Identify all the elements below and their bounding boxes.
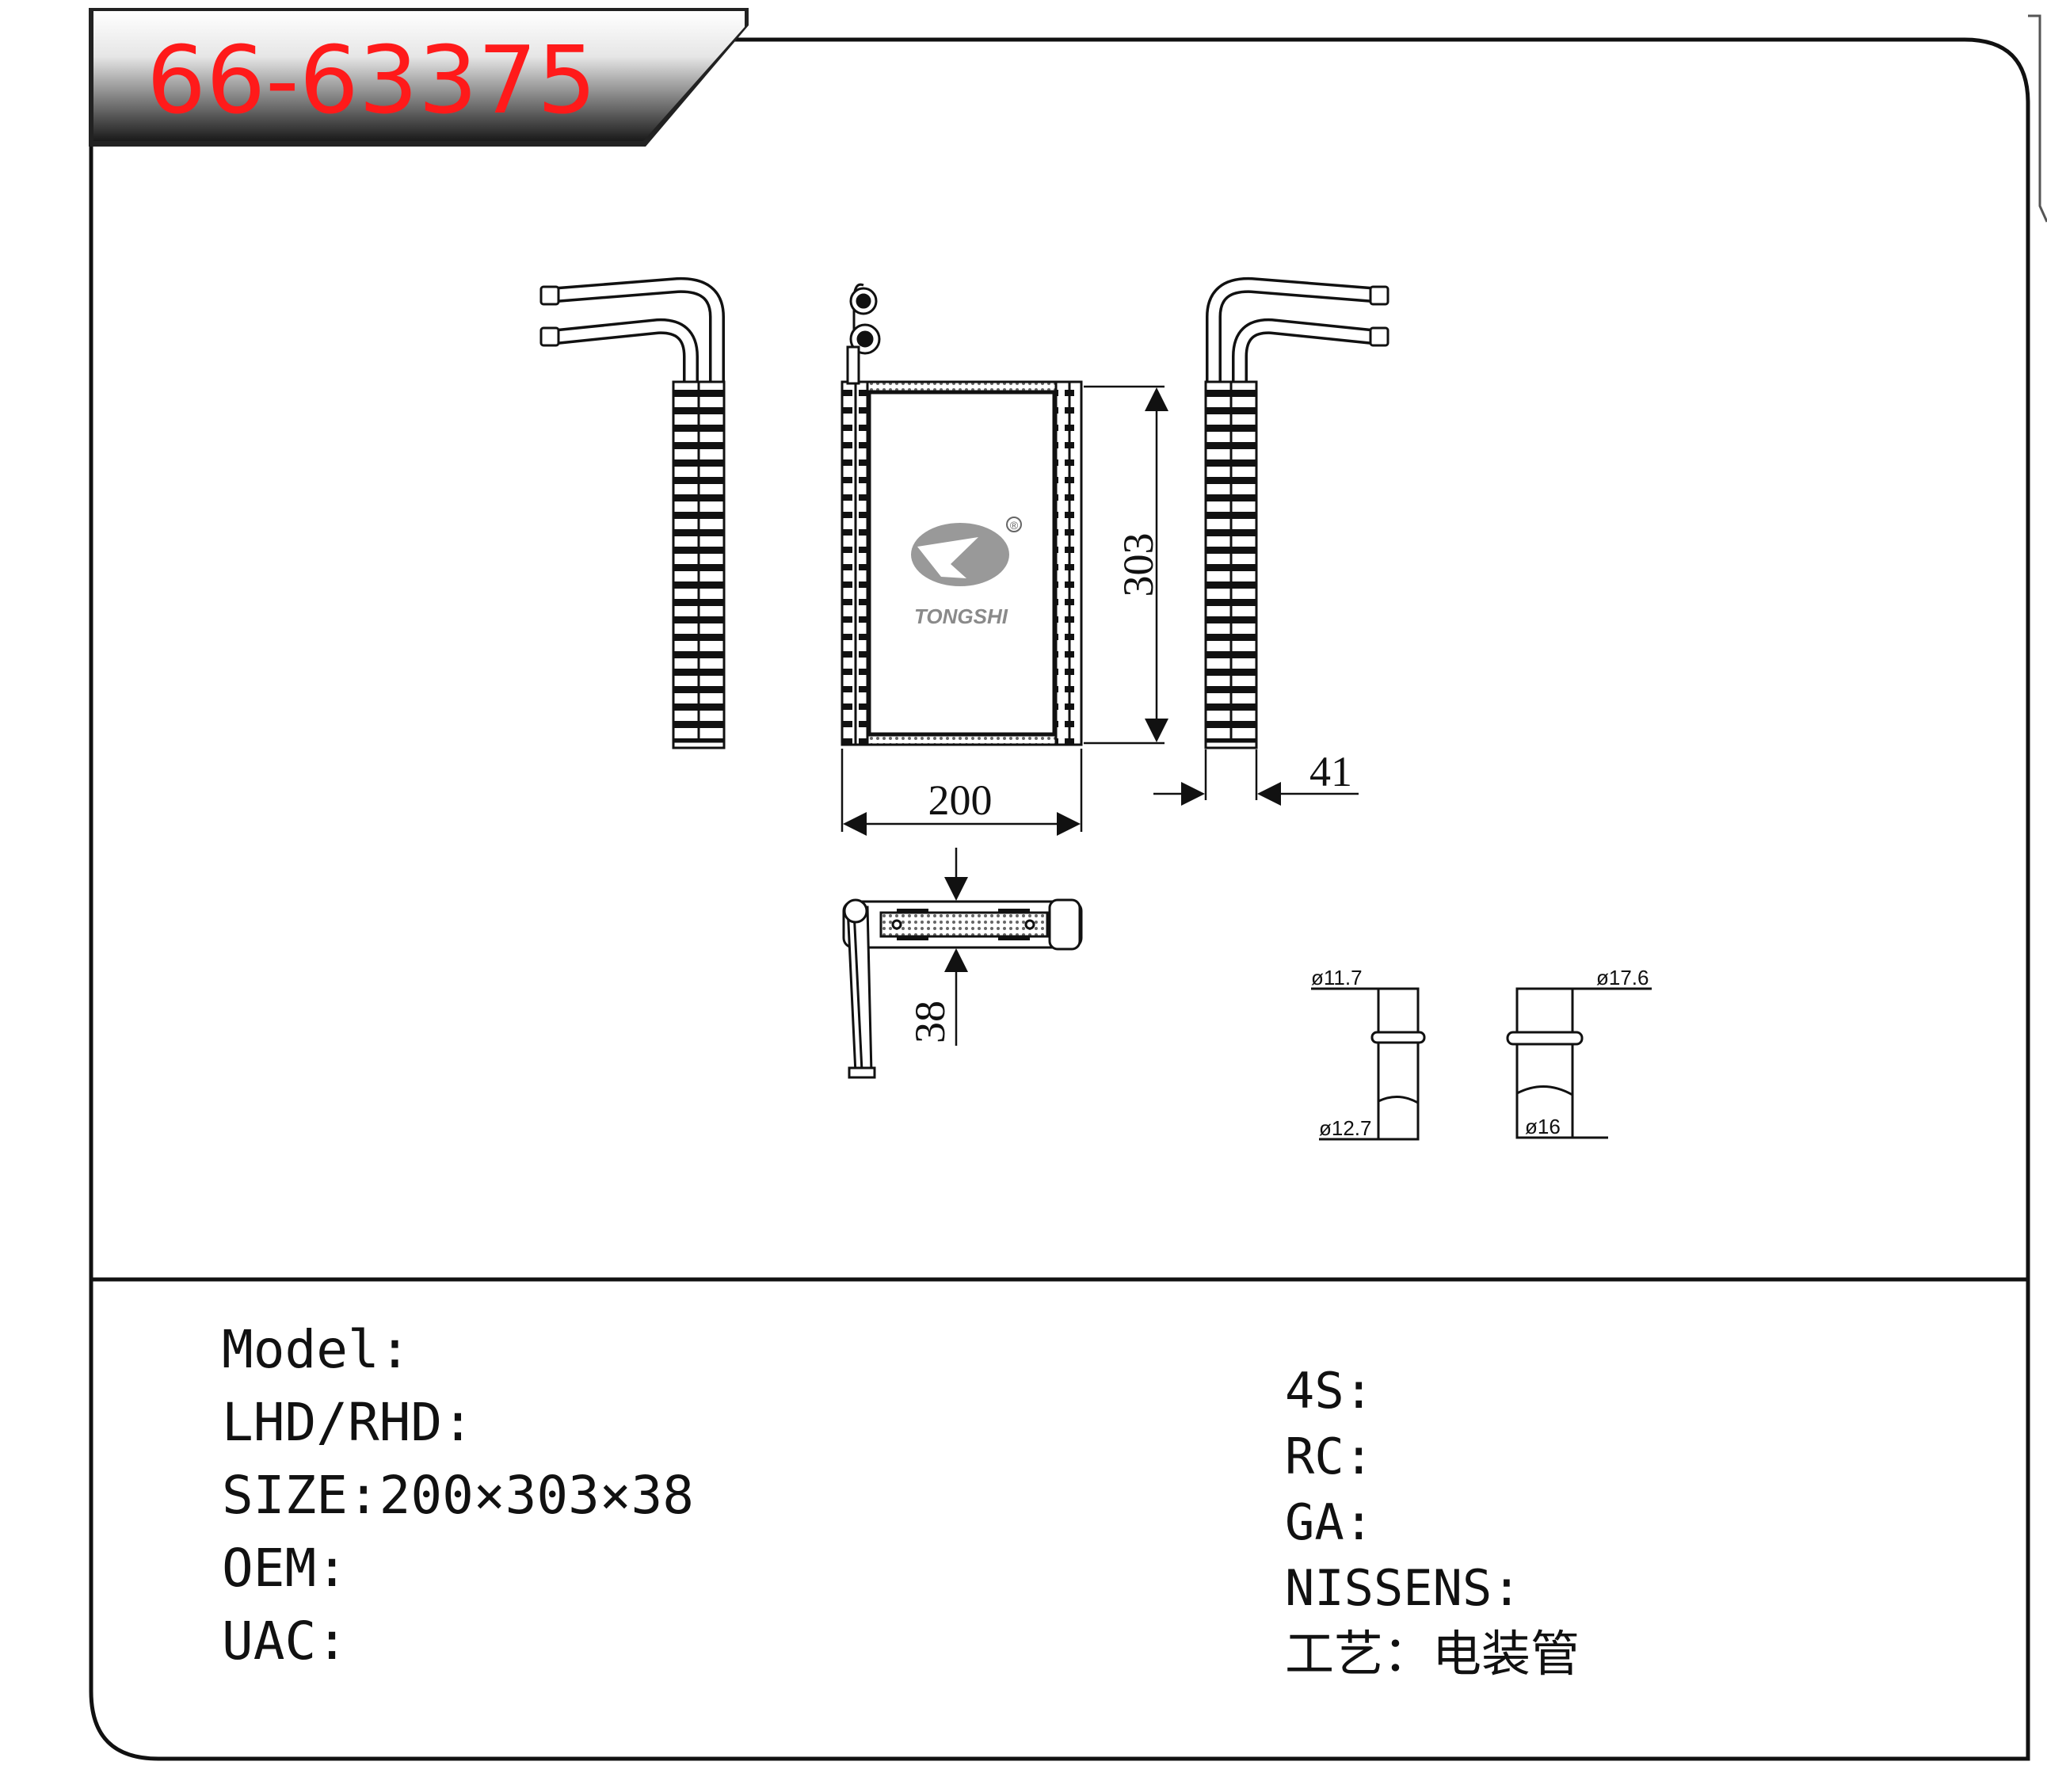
ga-field: GA: xyxy=(1285,1493,1374,1551)
width-dimension xyxy=(841,749,1083,836)
front-view xyxy=(841,283,1083,746)
registered-mark: ® xyxy=(1010,519,1019,532)
thickness-value: 41 xyxy=(1309,748,1352,795)
nissens-field: NISSENS: xyxy=(1285,1559,1522,1617)
small-pipe-outer-label: ø11.7 xyxy=(1311,966,1363,989)
outer-frame xyxy=(89,37,2030,1761)
height-value: 303 xyxy=(1115,533,1162,597)
top-view xyxy=(842,898,1083,1079)
spec-list-right: 4S: RC: GA: NISSENS: 工艺：电装管 xyxy=(1285,1358,1580,1687)
side-view-left xyxy=(539,276,726,749)
four-s-field: 4S: xyxy=(1285,1362,1374,1420)
part-number-badge: 66-63375 xyxy=(89,8,749,147)
height-dimension xyxy=(1084,385,1168,745)
part-number: 66-63375 xyxy=(147,25,597,135)
pipe-detail-small xyxy=(1311,987,1426,1141)
model-field: Model: xyxy=(222,1319,411,1380)
thickness-dimension xyxy=(1153,749,1359,806)
rc-field: RC: xyxy=(1285,1428,1374,1485)
lhd-rhd-field: LHD/RHD: xyxy=(222,1392,474,1453)
oem-field: OEM: xyxy=(222,1538,348,1599)
spec-list-left: Model: LHD/RHD: SIZE:200×303×38 OEM: UAC… xyxy=(222,1313,694,1678)
large-pipe-outer-label: ø17.6 xyxy=(1596,966,1649,989)
tongshi-logo: ® TONGSHI xyxy=(911,517,1022,628)
size-field: SIZE:200×303×38 xyxy=(222,1465,695,1526)
process-field: 工艺：电装管 xyxy=(1285,1625,1580,1683)
logo-brand-text: TONGSHI xyxy=(914,604,1008,628)
pipe-detail-large xyxy=(1506,987,1652,1139)
depth-value: 38 xyxy=(906,1001,954,1043)
width-value: 200 xyxy=(928,776,993,824)
large-pipe-inner-label: ø16 xyxy=(1525,1115,1561,1138)
small-pipe-inner-label: ø12.7 xyxy=(1319,1116,1372,1140)
uac-field: UAC: xyxy=(222,1611,348,1672)
side-view-right xyxy=(1204,276,1389,749)
